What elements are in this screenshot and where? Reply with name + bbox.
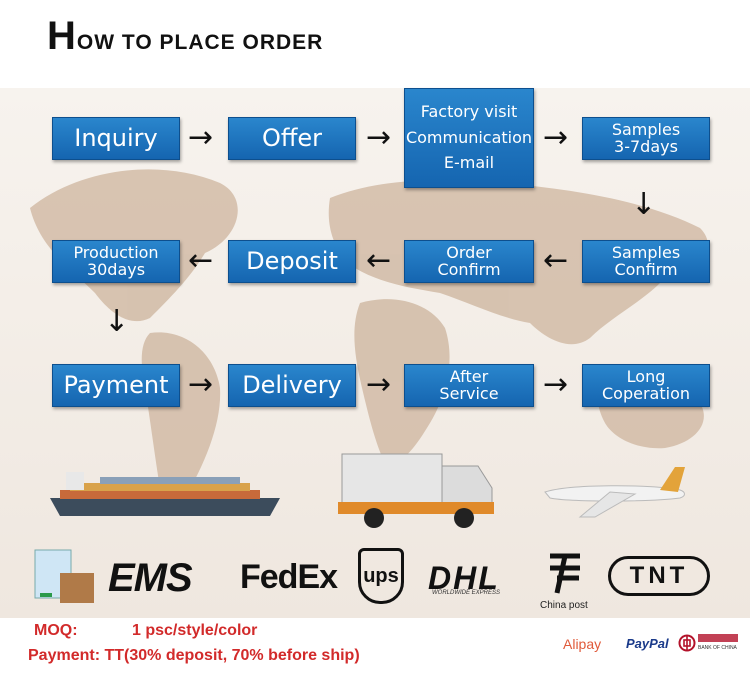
dhl-logo: DHL bbox=[428, 560, 500, 596]
samples-confirm-line-1: Samples bbox=[611, 242, 681, 262]
step-samples: Samples 3-7days bbox=[582, 117, 710, 160]
arrow-left-1: ← bbox=[188, 243, 214, 278]
ems-logo: EMS bbox=[108, 556, 193, 600]
order-confirm-line-1: Order bbox=[446, 242, 492, 262]
payment-value: TT(30% deposit, 70% before ship) bbox=[104, 647, 360, 664]
delivery-truck-image bbox=[338, 453, 494, 528]
step-inquiry-label: Inquiry bbox=[74, 123, 158, 152]
arrow-down-2: ↓ bbox=[104, 304, 130, 339]
bank-of-china-label: BANK OF CHINA bbox=[698, 645, 737, 651]
long-cooperation-line-1: Long bbox=[626, 366, 666, 386]
moq-line: MOQ: 1 psc/style/color bbox=[34, 622, 257, 640]
moq-label: MOQ: bbox=[34, 622, 78, 639]
ups-logo: ups bbox=[358, 548, 404, 604]
bank-of-china-icon bbox=[678, 634, 696, 652]
china-post-label: China post bbox=[540, 600, 588, 611]
arrow-right-2: → bbox=[366, 120, 392, 155]
page-title: HOW TO PLACE ORDER bbox=[47, 14, 323, 59]
step-deposit: Deposit bbox=[228, 240, 356, 283]
step-factory-visit: Factory visit Communication E-mail bbox=[404, 88, 534, 188]
step-payment: Payment bbox=[52, 364, 180, 407]
production-line-1: Production bbox=[73, 242, 159, 262]
factory-line-2: Communication bbox=[405, 127, 533, 147]
order-confirm-line-2: Confirm bbox=[437, 259, 501, 279]
arrow-left-3: ← bbox=[543, 243, 569, 278]
ups-logo-text: ups bbox=[363, 564, 399, 587]
samples-confirm-line-2: Confirm bbox=[614, 259, 678, 279]
step-long-cooperation: Long Coperation bbox=[582, 364, 710, 407]
payment-methods-panel bbox=[490, 618, 750, 678]
step-payment-label: Payment bbox=[63, 370, 169, 399]
samples-line-1: Samples bbox=[611, 119, 681, 139]
fedex-part-1: Fed bbox=[240, 558, 298, 596]
china-post-icon bbox=[550, 553, 580, 594]
dhl-tagline: WORLDWIDE EXPRESS bbox=[432, 590, 501, 596]
arrow-right-4: → bbox=[188, 367, 214, 402]
samples-line-2: 3-7days bbox=[614, 136, 678, 156]
payment-label: Payment: bbox=[28, 647, 101, 664]
order-package-icon bbox=[34, 549, 94, 603]
step-order-confirm: Order Confirm bbox=[404, 240, 534, 283]
arrow-right-5: → bbox=[366, 367, 392, 402]
after-service-line-2: Service bbox=[439, 383, 499, 403]
tnt-logo-text: TNT bbox=[629, 562, 689, 589]
after-service-line-1: After bbox=[449, 366, 489, 386]
step-offer-label: Offer bbox=[261, 123, 323, 152]
fedex-logo: FedEx bbox=[240, 558, 338, 597]
alipay-logo: Alipay bbox=[563, 636, 602, 652]
payment-line: Payment: TT(30% deposit, 70% before ship… bbox=[28, 647, 360, 665]
step-delivery: Delivery bbox=[228, 364, 356, 407]
production-line-2: 30days bbox=[86, 259, 146, 279]
step-production: Production 30days bbox=[52, 240, 180, 283]
step-delivery-label: Delivery bbox=[242, 370, 342, 399]
arrow-down-1: ↓ bbox=[631, 187, 657, 222]
title-initial: H bbox=[47, 14, 77, 58]
step-offer: Offer bbox=[228, 117, 356, 160]
cargo-ship-image bbox=[50, 472, 280, 516]
step-samples-confirm: Samples Confirm bbox=[582, 240, 710, 283]
arrow-right-3: → bbox=[543, 120, 569, 155]
moq-value: 1 psc/style/color bbox=[132, 622, 258, 639]
arrow-right-6: → bbox=[543, 367, 569, 402]
airplane-image bbox=[544, 467, 685, 518]
arrow-left-2: ← bbox=[366, 243, 392, 278]
step-inquiry: Inquiry bbox=[52, 117, 180, 160]
step-deposit-label: Deposit bbox=[246, 246, 338, 275]
paypal-logo: PayPal bbox=[626, 636, 669, 651]
factory-line-1: Factory visit bbox=[420, 101, 518, 121]
world-map-image bbox=[30, 169, 708, 507]
bank-of-china-mark bbox=[698, 634, 738, 642]
step-after-service: After Service bbox=[404, 364, 534, 407]
arrow-right-1: → bbox=[188, 120, 214, 155]
title-rest: OW TO PLACE ORDER bbox=[76, 31, 324, 54]
fedex-part-2: Ex bbox=[297, 558, 338, 596]
long-cooperation-line-2: Coperation bbox=[602, 383, 690, 403]
tnt-logo: TNT bbox=[608, 556, 710, 596]
factory-line-3: E-mail bbox=[443, 153, 495, 173]
